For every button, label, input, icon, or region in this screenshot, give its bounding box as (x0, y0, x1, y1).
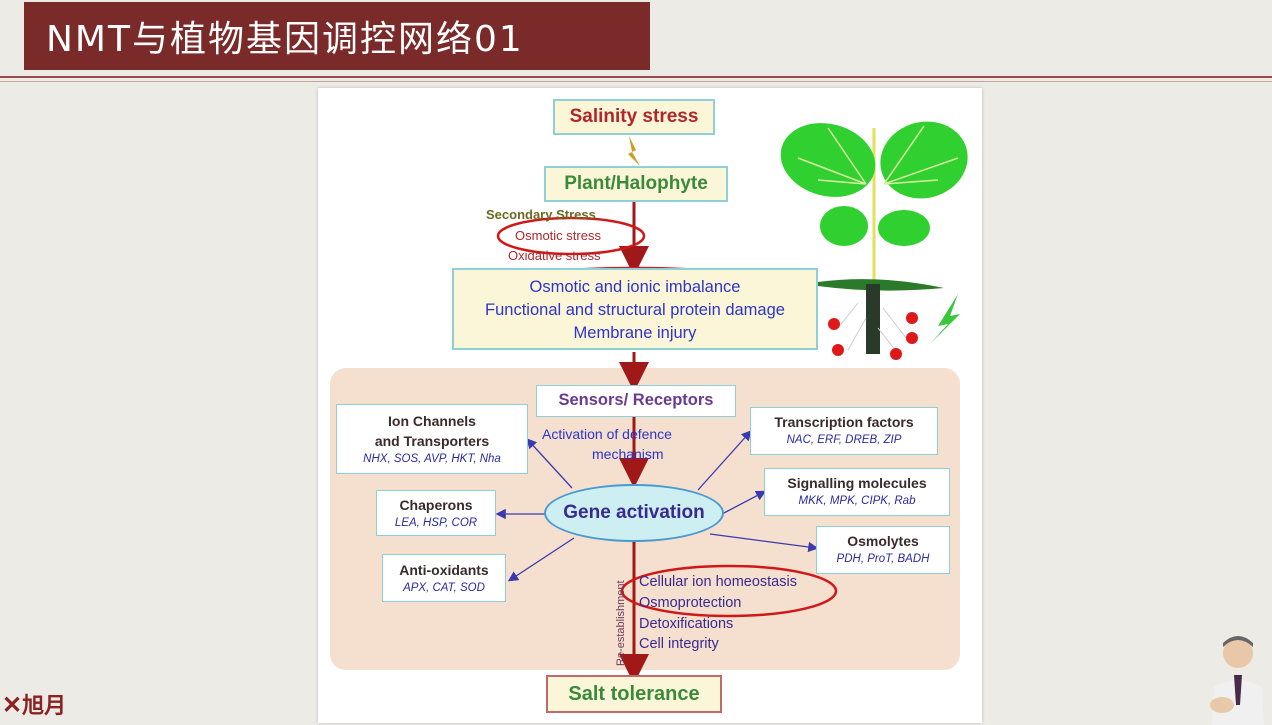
sensors-receptors-box: Sensors/ Receptors (536, 385, 736, 417)
salt-tolerance-box: Salt tolerance (546, 675, 722, 713)
salinity-stress-box: Salinity stress (553, 99, 715, 135)
osmolytes-box: Osmolytes PDH, ProT, BADH (816, 526, 950, 574)
diagram-connectors: Re-establishment (495, 121, 968, 684)
outcome-cell-integrity: Cell integrity (639, 636, 719, 652)
outcome-osmoprotection: Osmoprotection (639, 595, 742, 611)
ion-channels-items: NHX, SOS, AVP, HKT, Nha (363, 453, 501, 465)
plant-halophyte-box: Plant/Halophyte (544, 166, 728, 202)
highlight-homeostasis (620, 564, 838, 618)
activation-defence-line1: Activation of defence (542, 426, 672, 442)
signalling-title: Signalling molecules (787, 475, 927, 491)
imbalance-line: Osmotic and ionic imbalance (529, 278, 741, 296)
ion-channels-box: Ion Channels and Transporters NHX, SOS, … (336, 404, 528, 474)
presenter-video (1210, 636, 1264, 725)
gene-activation-node: Gene activation (544, 484, 724, 542)
ion-channels-title-2: and Transporters (374, 433, 490, 449)
chaperons-box: Chaperons LEA, HSP, COR (376, 490, 496, 536)
outcome-ion-homeostasis: Cellular ion homeostasis (639, 574, 797, 590)
plant-illustration (780, 121, 968, 360)
diagram-panel: Re-establishment Salinity stress Plant/H… (318, 88, 982, 723)
highlight-osmotic-stress (496, 216, 646, 256)
osmolytes-title: Osmolytes (847, 533, 919, 549)
reestablishment-label: Re-establishment (615, 580, 627, 666)
slide-title: NMT与植物基因调控网络01 (24, 2, 650, 70)
transcription-factors-box: Transcription factors NAC, ERF, DREB, ZI… (750, 407, 938, 455)
logo-mark-icon: ✕ (2, 690, 23, 719)
ion-channels-title-1: Ion Channels (388, 413, 476, 429)
signalling-items: MKK, MPK, CIPK, Rab (798, 495, 916, 507)
oxidative-stress-label: Oxidative stress (508, 248, 601, 263)
signalling-molecules-box: Signalling molecules MKK, MPK, CIPK, Rab (764, 468, 950, 516)
transcription-title: Transcription factors (774, 414, 914, 430)
chaperons-items: LEA, HSP, COR (394, 517, 478, 529)
brand-logo: ✕旭月 (2, 690, 67, 719)
chaperons-title: Chaperons (399, 497, 473, 513)
osmotic-stress-label: Osmotic stress (515, 228, 601, 243)
title-divider (0, 76, 1272, 78)
activation-defence-line2: mechanism (592, 446, 664, 462)
membrane-injury-line: Membrane injury (573, 324, 697, 342)
imbalance-box: Osmotic and ionic imbalance Functional a… (452, 268, 818, 350)
transcription-items: NAC, ERF, DREB, ZIP (786, 434, 902, 446)
outcome-detoxifications: Detoxifications (639, 616, 734, 632)
title-divider-thin (0, 81, 1272, 82)
antioxidants-box: Anti-oxidants APX, CAT, SOD (382, 554, 506, 602)
protein-damage-line: Functional and structural protein damage (485, 301, 785, 319)
antioxidants-items: APX, CAT, SOD (403, 582, 485, 594)
lightning-icon (628, 136, 640, 166)
antioxidants-title: Anti-oxidants (399, 562, 489, 578)
secondary-stress-label: Secondary Stress (486, 207, 596, 222)
osmolytes-items: PDH, ProT, BADH (836, 553, 930, 565)
